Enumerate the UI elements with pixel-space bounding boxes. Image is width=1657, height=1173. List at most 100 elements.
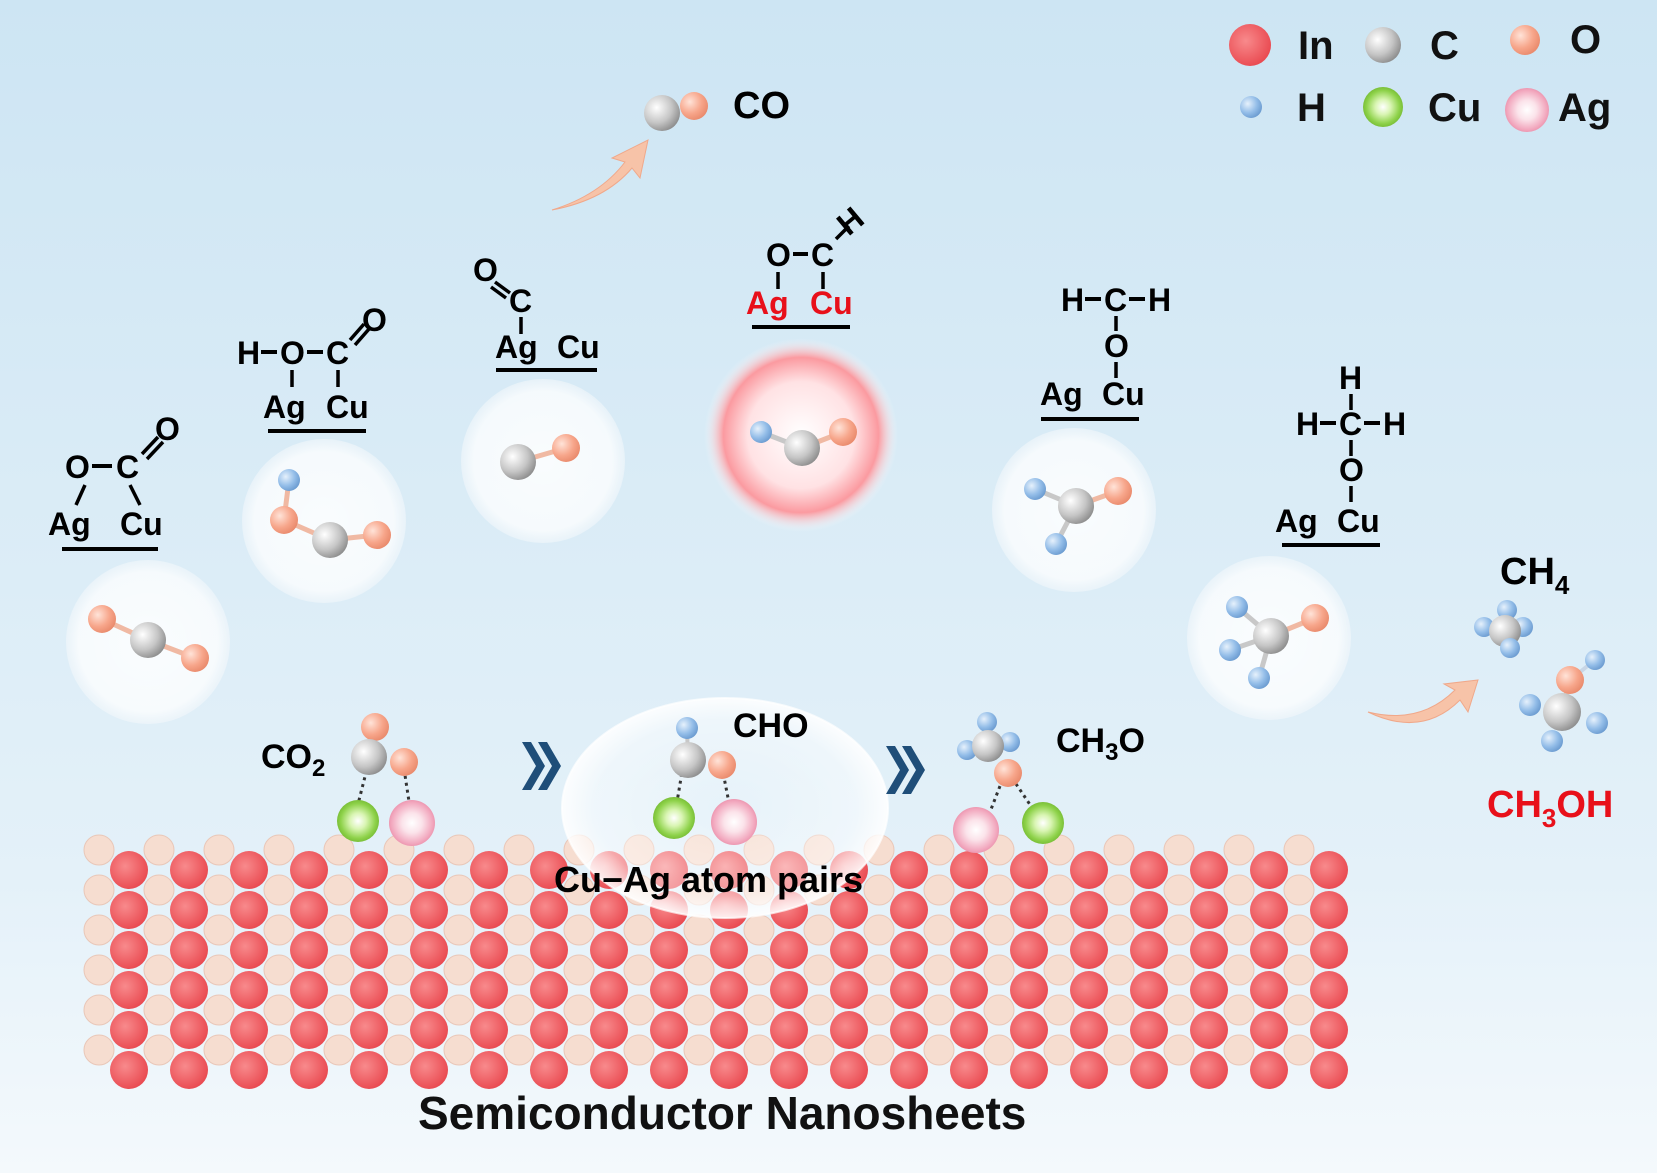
lattice-pale-atom [1163, 1034, 1195, 1066]
lattice-in-atom [890, 851, 928, 889]
hydrogen-atom [1585, 650, 1605, 670]
lattice-in-atom [830, 891, 868, 929]
lattice-pale-atom [1163, 914, 1195, 946]
i1-bond-o-ag [74, 484, 87, 506]
lattice-in-atom [1070, 1011, 1108, 1049]
lattice-pale-atom [143, 834, 175, 866]
lattice-pale-atom [83, 914, 115, 946]
lattice-pale-atom [1043, 1034, 1075, 1066]
lattice-pale-atom [323, 874, 355, 906]
lattice-in-atom [1310, 971, 1348, 1009]
lattice-pale-atom [803, 1034, 835, 1066]
lattice-in-atom [1190, 1011, 1228, 1049]
i2-h: H [237, 335, 260, 371]
lattice-pale-atom [923, 1034, 955, 1066]
lattice-pale-atom [983, 994, 1015, 1026]
lattice-in-atom [710, 1051, 748, 1089]
lattice-pale-atom [1163, 994, 1195, 1026]
intermediate-3-structure: O C Ag Cu [473, 252, 600, 372]
lattice-pale-atom [623, 914, 655, 946]
cu-atom [1022, 802, 1064, 844]
lattice-pale-atom [203, 994, 235, 1026]
lattice-in-atom [350, 971, 388, 1009]
intermediate-5-bubble [992, 428, 1156, 592]
lattice-in-atom [710, 971, 748, 1009]
intermediate-4-structure: O C H Ag Cu [746, 200, 871, 329]
intermediate-2-structure: H O C O Ag Cu [237, 302, 387, 433]
i3-cu: Cu [557, 329, 600, 365]
lattice-pale-atom [803, 994, 835, 1026]
lattice-pale-atom [263, 994, 295, 1026]
lattice-pale-atom [1283, 1034, 1315, 1066]
i5-o: O [1104, 328, 1129, 364]
legend-cu-swatch [1363, 87, 1403, 127]
lattice-pale-atom [863, 1034, 895, 1066]
lattice-pale-atom [263, 914, 295, 946]
hydrogen-atom [1248, 667, 1270, 689]
lattice-in-atom [1190, 971, 1228, 1009]
intermediate-1-structure: O C O Ag Cu [48, 411, 180, 551]
oxygen-atom [994, 759, 1022, 787]
lattice-pale-atom [263, 834, 295, 866]
lattice-in-atom [590, 971, 628, 1009]
ch3oh-post: OH [1556, 784, 1613, 826]
lattice-pale-atom [983, 914, 1015, 946]
co-release-arrow [551, 139, 649, 211]
lattice-pale-atom [143, 874, 175, 906]
co-oxygen-atom [680, 92, 708, 120]
carbon-atom [312, 522, 348, 558]
lattice-in-atom [1070, 971, 1108, 1009]
i4-c: C [811, 237, 834, 273]
lattice-pale-atom [983, 1034, 1015, 1066]
ag-atom [389, 800, 435, 846]
lattice-pale-atom [203, 1034, 235, 1066]
ag-atom [953, 807, 999, 853]
lattice-pale-atom [1223, 834, 1255, 866]
lattice-in-atom [1130, 971, 1168, 1009]
lattice-in-atom [410, 931, 448, 969]
lattice-in-atom [1190, 851, 1228, 889]
lattice-in-atom [350, 1011, 388, 1049]
lattice-in-atom [590, 931, 628, 969]
lattice-pale-atom [863, 954, 895, 986]
lattice-pale-atom [743, 954, 775, 986]
lattice-pale-atom [83, 994, 115, 1026]
lattice-in-atom [410, 971, 448, 1009]
ch3o-label: CH3O [1056, 722, 1145, 766]
lattice-pale-atom [683, 954, 715, 986]
carbon-atom [351, 739, 387, 775]
ch3oh-molecule [1519, 650, 1608, 752]
path [522, 742, 545, 790]
lattice-pale-atom [743, 914, 775, 946]
hydrogen-atom [1219, 639, 1241, 661]
lattice-in-atom [470, 971, 508, 1009]
hydrogen-atom [1519, 694, 1541, 716]
carbon-atom [1058, 488, 1094, 524]
product-release-arrow [1367, 679, 1479, 723]
lattice-in-atom [830, 1011, 868, 1049]
lattice-in-atom [950, 891, 988, 929]
lattice-in-atom [230, 931, 268, 969]
legend-c-label: C [1430, 24, 1459, 68]
i6-h-right: H [1383, 406, 1406, 442]
lattice-pale-atom [203, 914, 235, 946]
lattice-in-atom [1130, 1051, 1168, 1089]
lattice-pale-atom [683, 1034, 715, 1066]
lattice-pale-atom [1163, 874, 1195, 906]
oxygen-atom [88, 605, 116, 633]
hydrogen-atom [1497, 600, 1517, 620]
lattice-in-atom [170, 851, 208, 889]
i2-o: O [280, 335, 305, 371]
lattice-pale-atom [83, 954, 115, 986]
lattice-in-atom [1070, 931, 1108, 969]
lattice-pale-atom [1103, 874, 1135, 906]
cu-atom [653, 797, 695, 839]
path [902, 746, 925, 794]
lattice-pale-atom [923, 914, 955, 946]
i1-double-bond-a [140, 435, 160, 456]
legend-ag-swatch [1505, 88, 1549, 132]
i1-cu: Cu [120, 506, 163, 542]
oxygen-atom [1556, 666, 1584, 694]
hydrogen-atom [1474, 617, 1494, 637]
lattice-in-atom [410, 851, 448, 889]
